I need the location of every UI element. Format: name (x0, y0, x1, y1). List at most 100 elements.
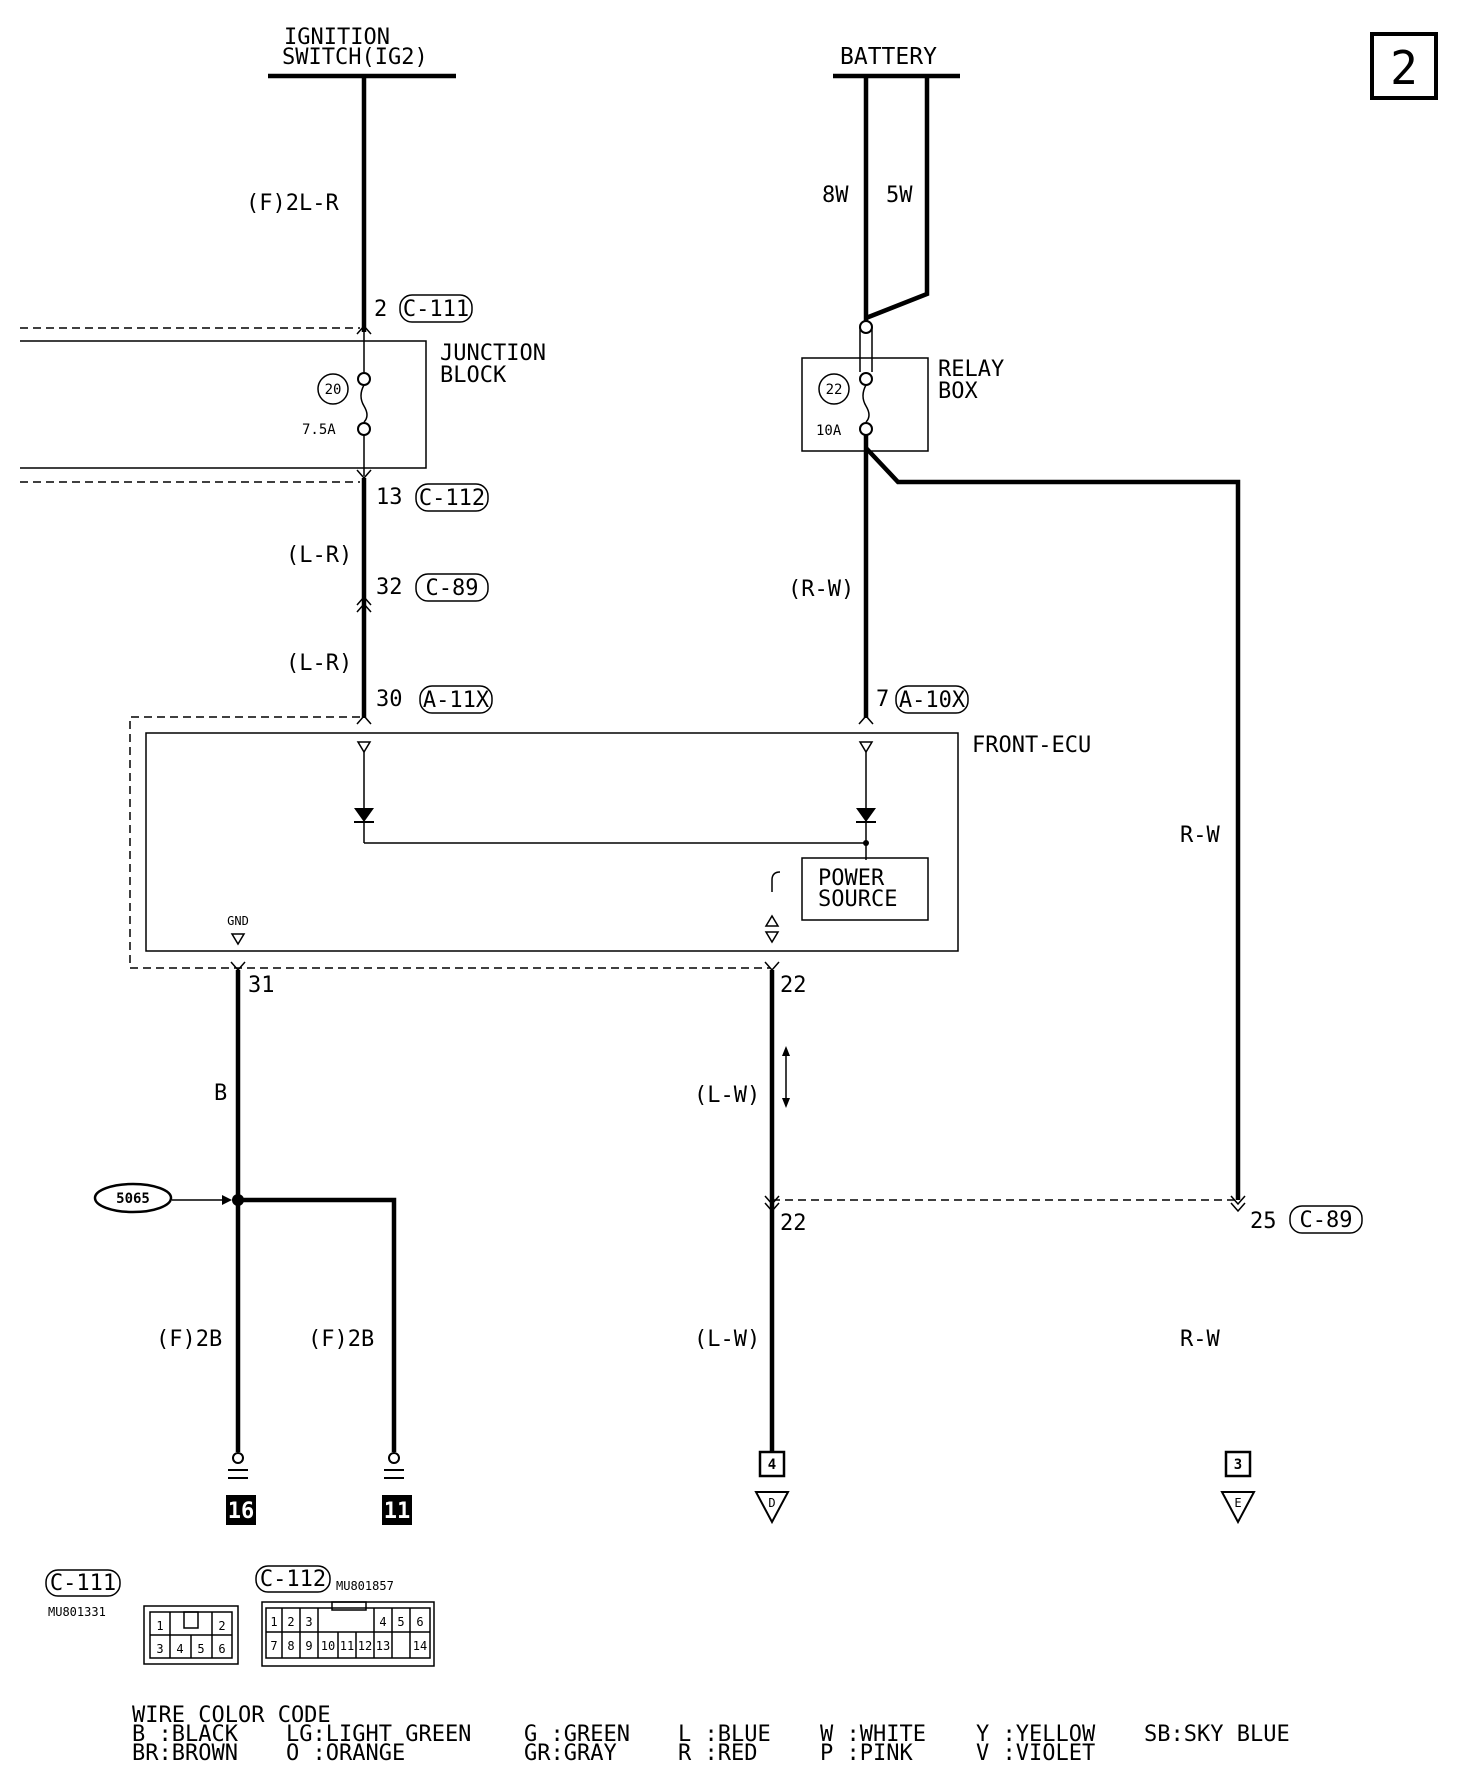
c112-pin-3: 3 (305, 1615, 312, 1629)
power-source-box (801, 857, 929, 921)
terminal-e-arrow (1220, 1491, 1256, 1525)
c112-pin-14: 14 (413, 1639, 427, 1653)
wire-label-b: B (214, 1081, 227, 1106)
legend-gr: GR:GRAY (524, 1741, 617, 1766)
c112-pin-5: 5 (397, 1615, 404, 1629)
splice-arrow-head (222, 1195, 232, 1205)
legend-w: W :WHITE (820, 1722, 926, 1747)
c111-view-grid: 1 2 3 4 5 6 (143, 1605, 239, 1665)
c112-pin-2: 2 (287, 1615, 294, 1629)
power-source-line2: SOURCE (818, 887, 897, 912)
legend-v: V :VIOLET (976, 1741, 1095, 1766)
ecu-bidirectional-terminal (764, 914, 780, 944)
splice-label: 5065 (116, 1191, 150, 1207)
terminal-d-arrow (754, 1491, 790, 1525)
connector-c111: C-111 (403, 297, 469, 322)
fuse-22-number-circle (818, 373, 850, 405)
junction-label-line2: BLOCK (440, 363, 507, 388)
ecu-signal-symbol (771, 871, 781, 892)
wire-label-8w: 8W (822, 183, 849, 208)
wire-label-lw-1: (L-W) (694, 1083, 760, 1108)
connector-badge-a10x (895, 685, 969, 714)
fuse-20-element (360, 384, 368, 423)
ecu-input-a11x (356, 741, 372, 754)
ground-16-terminal (232, 1452, 244, 1464)
wire-battery-5w (865, 76, 930, 321)
ecu-gnd-terminal (230, 933, 246, 946)
ignition-label-line1: IGNITION (284, 25, 390, 50)
connector-chevron-c89 (356, 595, 372, 613)
ecu-dashed-outline (129, 716, 770, 969)
legend-br: BR:BROWN (132, 1741, 238, 1766)
connector-c112: C-112 (419, 486, 485, 511)
connector-chevron-c111 (356, 324, 372, 335)
pin-31: 31 (248, 973, 275, 998)
signal-direction-up (782, 1046, 790, 1056)
c112-pin-6: 6 (416, 1615, 423, 1629)
fuse-22-element (862, 384, 870, 423)
connector-chevron-22-bottom (764, 1195, 780, 1213)
wire-label-f2b-left: (F)2B (156, 1327, 222, 1352)
c111-view-label: C-111 (50, 1571, 116, 1596)
wire-label-rw-bottom: R-W (1180, 1327, 1220, 1352)
c112-pin-9: 9 (305, 1639, 312, 1653)
pin-a10x: 7 (876, 687, 889, 712)
fuse-20-top-terminal (357, 372, 371, 386)
legend-l: L :BLUE (678, 1722, 771, 1747)
junction-label-line1: JUNCTION (440, 341, 546, 366)
ecu-label: FRONT-ECU (972, 733, 1091, 758)
battery-label: BATTERY (840, 44, 937, 70)
connector-a10x: A-10X (899, 688, 966, 713)
c112-pin-10: 10 (321, 1639, 335, 1653)
connector-chevron-22-top (764, 961, 780, 972)
wire-label-lr-1: (L-R) (286, 543, 352, 568)
ground-11-number: 11 (384, 1499, 411, 1524)
connector-badge-c89 (415, 573, 489, 602)
connector-chevron-25 (1230, 1195, 1246, 1213)
wire-label-f2b-right: (F)2B (308, 1327, 374, 1352)
legend-b: B :BLACK (132, 1722, 239, 1747)
ground-11-terminal (388, 1452, 400, 1464)
page-number-box (1370, 32, 1438, 100)
c112-pin-1: 1 (270, 1615, 277, 1629)
c112-pin-11: 11 (340, 1639, 354, 1653)
c112-pin-12: 12 (358, 1639, 372, 1653)
junction-block-outline (20, 340, 427, 469)
relay-label-line1: RELAY (938, 357, 1004, 382)
ecu-input-a10x (858, 741, 874, 754)
c111-pin-1: 1 (156, 1619, 163, 1633)
connector-badge-c111 (399, 294, 473, 323)
connector-chevron-31 (230, 961, 246, 972)
legend-lg: LG:LIGHT GREEN (286, 1722, 471, 1747)
c111-pin-3: 3 (156, 1642, 163, 1656)
fuse-22-rating: 10A (816, 423, 842, 439)
splice-dot (232, 1194, 244, 1206)
connector-badge-c89-bottom (1289, 1205, 1363, 1234)
c111-view-badge (45, 1569, 121, 1597)
c112-pin-4: 4 (379, 1615, 386, 1629)
ground-16-badge (226, 1495, 256, 1525)
legend-sb: SB:SKY BLUE (1144, 1722, 1290, 1747)
wire-rw-right (864, 446, 1241, 1200)
c111-pin-5: 5 (197, 1642, 204, 1656)
c112-part-number: MU801857 (336, 1579, 394, 1593)
wire-label-f2lr: (F)2L-R (246, 191, 339, 216)
terminal-e-number: 3 (1234, 1457, 1242, 1473)
fuse-22-bottom-terminal (859, 422, 873, 436)
terminal-d-letter: D (768, 1496, 775, 1510)
ecu-junction-dot (863, 840, 869, 846)
c111-pin-4: 4 (176, 1642, 183, 1656)
ground-16-number: 16 (228, 1499, 255, 1524)
fuse-20-rating: 7.5A (302, 422, 336, 438)
wire-label-rw-left: (R-W) (788, 577, 854, 602)
fuse-22-number: 22 (826, 382, 843, 398)
power-source-line1: POWER (818, 866, 885, 891)
wire-label-lw-2: (L-W) (694, 1327, 760, 1352)
fuse-20-number-circle (317, 373, 349, 405)
signal-direction-down (782, 1098, 790, 1108)
legend-g: G :GREEN (524, 1722, 630, 1747)
c111-part-number: MU801331 (48, 1605, 106, 1619)
ecu-outline (145, 732, 959, 952)
ecu-gnd-label: GND (227, 914, 249, 928)
